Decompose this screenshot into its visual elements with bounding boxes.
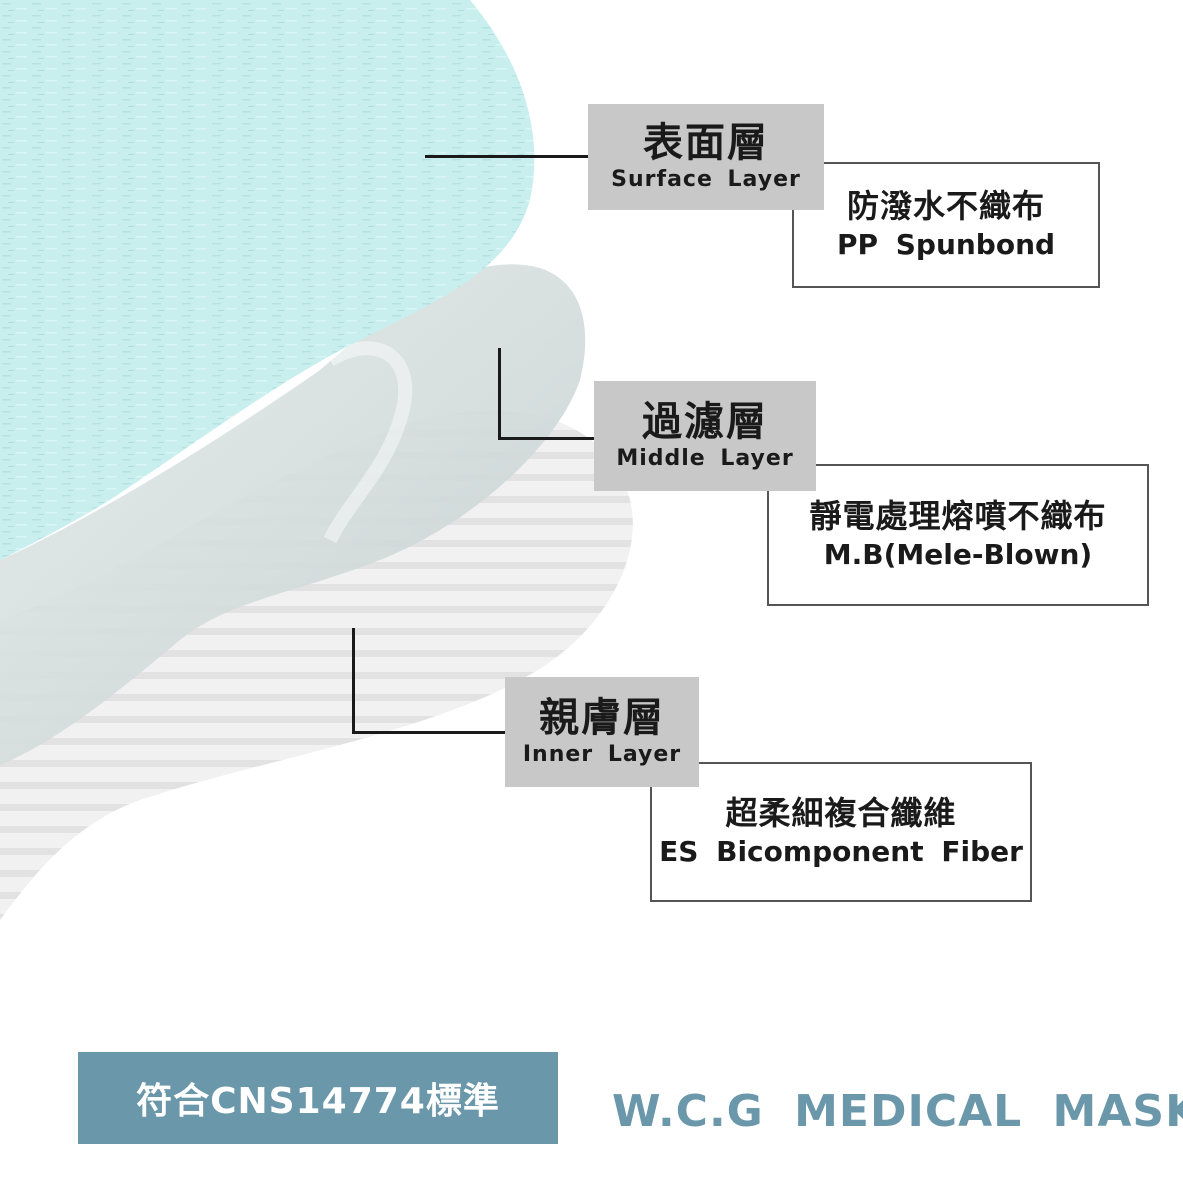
surface-layer-label: 表面層 Surface Layer: [588, 104, 824, 210]
middle-layer-shape: [0, 264, 586, 765]
inner-layer-title-en: Inner Layer: [522, 742, 682, 767]
surface-leader-line: [425, 155, 590, 158]
surface-layer-title-zh: 表面層: [643, 120, 769, 166]
middle-layer-label: 過濾層 Middle Layer: [594, 381, 816, 491]
inner-leader-line-vertical: [352, 628, 355, 734]
middle-material-box: 靜電處理熔噴不織布 M.B(Mele-Blown): [767, 464, 1149, 606]
inner-layer-title-zh: 親膚層: [539, 695, 665, 741]
surface-material-zh: 防潑水不織布: [846, 187, 1045, 225]
brand-name: W.C.G MEDICAL MASK: [612, 1086, 1183, 1137]
middle-layer-title-zh: 過濾層: [642, 399, 768, 445]
inner-material-zh: 超柔細複合纖維: [725, 794, 957, 832]
middle-leader-line-vertical: [498, 348, 501, 440]
inner-material-en: ES Bicomponent Fiber: [659, 835, 1023, 868]
surface-layer-shape: [0, 0, 535, 560]
inner-material-box: 超柔細複合纖維 ES Bicomponent Fiber: [650, 762, 1032, 902]
standard-badge: 符合CNS14774標準: [78, 1052, 558, 1144]
middle-layer-title-en: Middle Layer: [616, 446, 794, 471]
inner-leader-line-horizontal: [352, 731, 507, 734]
inner-layer-shape: [0, 410, 633, 920]
surface-material-box: 防潑水不織布 PP Spunbond: [792, 162, 1100, 288]
middle-material-zh: 靜電處理熔噴不織布: [809, 497, 1107, 535]
middle-material-en: M.B(Mele-Blown): [823, 538, 1093, 571]
inner-layer-label: 親膚層 Inner Layer: [505, 677, 699, 787]
surface-material-en: PP Spunbond: [836, 228, 1056, 261]
surface-layer-title-en: Surface Layer: [611, 167, 801, 192]
middle-leader-line-horizontal: [498, 437, 596, 440]
